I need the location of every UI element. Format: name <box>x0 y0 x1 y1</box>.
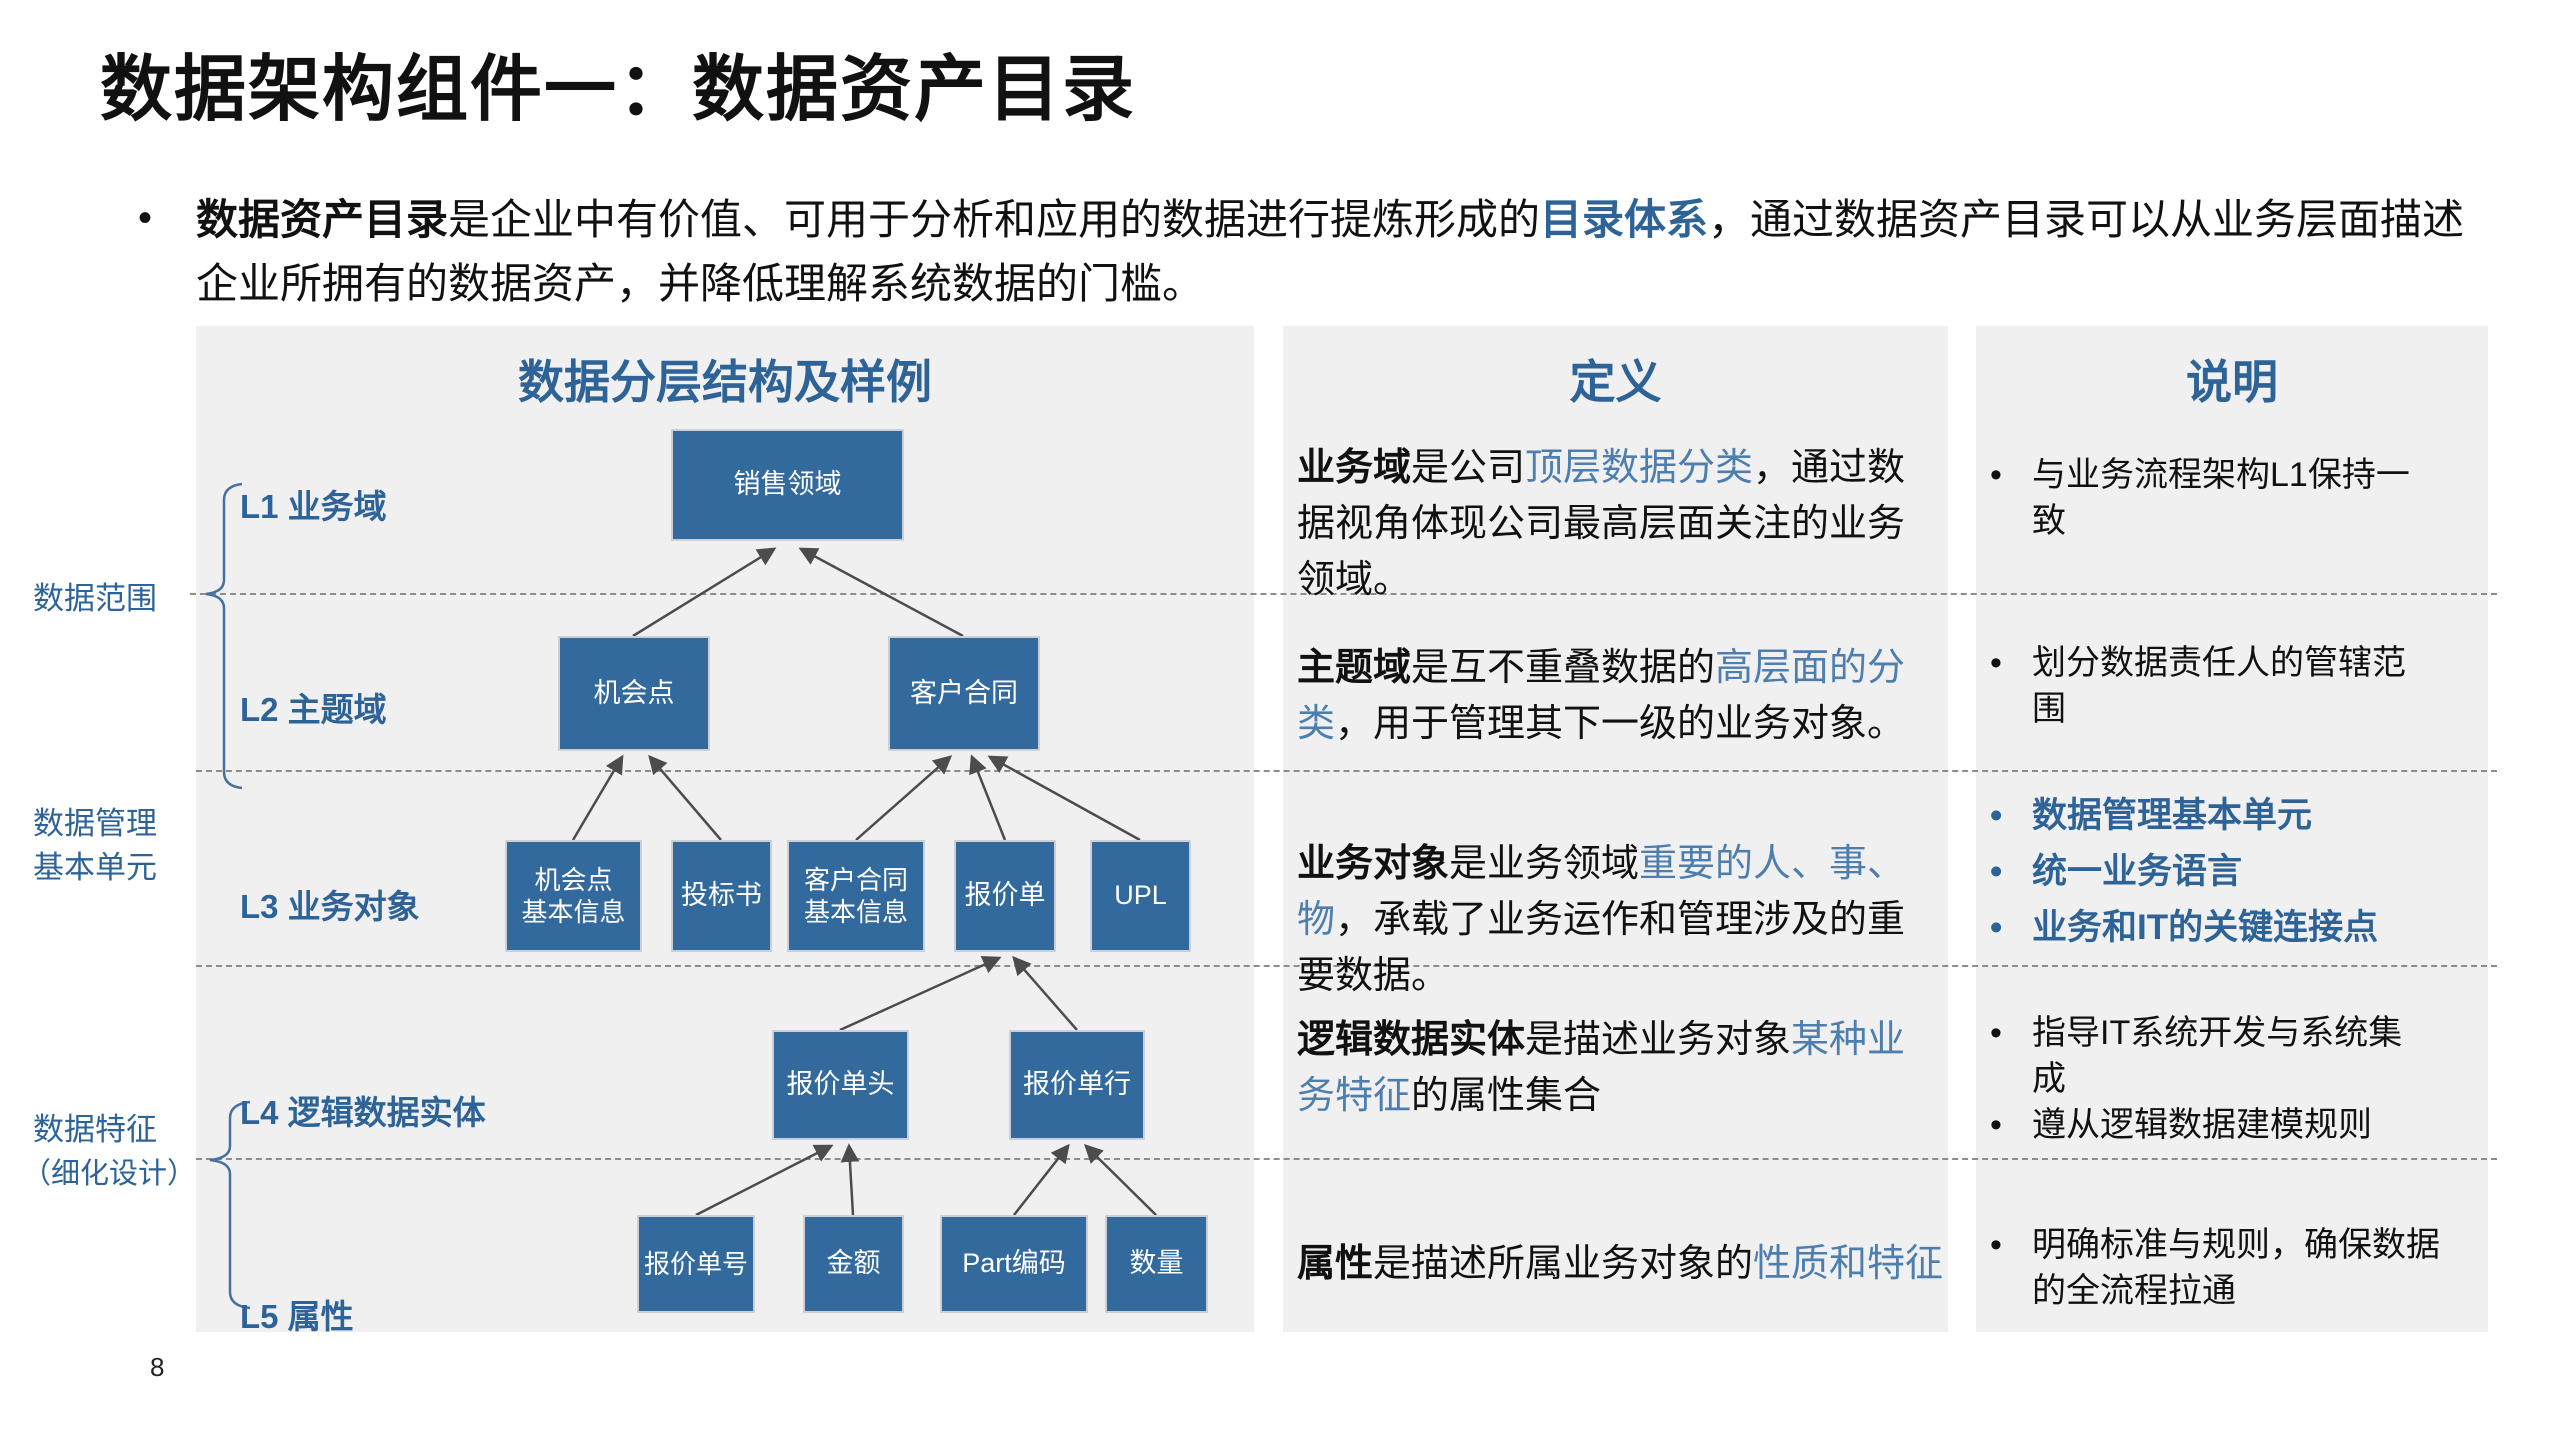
definition-term: 业务域 <box>1297 447 1412 489</box>
diagram-box-upl: UPL <box>1090 840 1191 952</box>
definition-business-domain: 业务域是公司顶层数据分类，通过数据视角体现公司最高层面关注的业务领域。 <box>1297 440 1917 608</box>
definition-segment: 高层面的分类 <box>1297 647 1906 745</box>
definition-term: 业务对象 <box>1297 843 1450 885</box>
diagram-panel-header: 数据分层结构及样例 <box>518 356 932 408</box>
note-item: • 指导IT系统开发与系统集成 <box>1990 1010 2460 1102</box>
definitions-panel-header: 定义 <box>1569 356 1662 408</box>
notes-panel: 说明 <box>1976 326 2488 1332</box>
note-bullet-dot: • <box>1990 456 2002 494</box>
definition-logical-entity: 逻辑数据实体是描述业务对象某种业务特征的属性集合 <box>1297 1012 1917 1124</box>
note-bullet-dot: • <box>1990 1106 2002 1144</box>
definition-term: 逻辑数据实体 <box>1297 1019 1526 1061</box>
note-text: 业务和IT的关键连接点 <box>2032 908 2379 947</box>
intro-segment: ，通过数据资产目录可以从业务层面描述企业所拥有的数据资产，并降低理解系统数据的门… <box>196 196 2465 307</box>
definition-segment: 顶层数据分类 <box>1525 447 1754 489</box>
diagram-box-opportunity: 机会点 <box>558 636 710 751</box>
note-row-l3: • 数据管理基本单元 • 统一业务语言 • 业务和IT的关键连接点 <box>1990 788 2460 956</box>
diagram-box-amount: 金额 <box>803 1215 904 1313</box>
row-divider-1 <box>190 593 2497 595</box>
intro-segment: 数据资产目录 <box>196 196 449 243</box>
definition-segment: 的属性集合 <box>1411 1075 1602 1117</box>
side-label-data-feature-line2: （细化设计） <box>22 1158 197 1190</box>
note-text: 划分数据责任人的管辖范围 <box>2032 644 2406 728</box>
definition-segment: 某种业务特征 <box>1297 1019 1906 1117</box>
level-label-l5: L5 属性 <box>240 1298 354 1335</box>
note-text: 指导IT系统开发与系统集成 <box>2032 1014 2403 1098</box>
note-text: 明确标准与规则，确保数据的全流程拉通 <box>2032 1226 2440 1310</box>
level-label-l1: L1 业务域 <box>240 488 387 525</box>
note-text: 遵从逻辑数据建模规则 <box>2032 1106 2372 1144</box>
side-label-data-scope: 数据范围 <box>33 573 163 618</box>
note-item-highlight: • 统一业务语言 <box>1990 844 2460 900</box>
diagram-box-customer-contract: 客户合同 <box>888 636 1040 751</box>
note-bullet-dot: • <box>1990 644 2002 682</box>
side-label-data-mgmt-line1: 数据管理 <box>33 806 157 841</box>
page-number: 8 <box>150 1352 165 1382</box>
definition-term: 属性 <box>1297 1243 1374 1285</box>
note-item: • 与业务流程架构L1保持一致 <box>1990 452 2460 544</box>
note-text: 与业务流程架构L1保持一致 <box>2032 456 2410 540</box>
note-item: • 遵从逻辑数据建模规则 <box>1990 1102 2460 1148</box>
note-text: 数据管理基本单元 <box>2032 796 2313 835</box>
intro-bullet-dot: • <box>138 196 153 240</box>
note-bullet-dot: • <box>1990 852 2003 891</box>
definition-attribute: 属性是描述所属业务对象的性质和特征 <box>1297 1236 1943 1292</box>
definition-segment: ，用于管理其下一级的业务对象。 <box>1335 703 1906 745</box>
level-label-l2: L2 主题域 <box>240 691 387 728</box>
diagram-box-quotation: 报价单 <box>954 840 1056 952</box>
definitions-panel: 定义 <box>1283 326 1948 1332</box>
definition-segment: 是互不重叠数据的 <box>1411 647 1716 689</box>
note-row-l4: • 指导IT系统开发与系统集成 • 遵从逻辑数据建模规则 <box>1990 1010 2460 1148</box>
intro-segment: 是企业中有价值、可用于分析和应用的数据进行提炼形成的 <box>448 196 1541 243</box>
definition-segment: 性质和特征 <box>1753 1243 1944 1285</box>
diagram-box-quote-line: 报价单行 <box>1009 1030 1145 1140</box>
row-divider-4 <box>196 1158 2497 1160</box>
side-label-data-feature-line1: 数据特征 <box>33 1112 157 1147</box>
definition-segment: 是描述业务对象 <box>1525 1019 1792 1061</box>
definition-term: 主题域 <box>1297 647 1412 689</box>
page-title: 数据架构组件一：数据资产目录 <box>100 50 1137 130</box>
diagram-box-contract-info: 客户合同 基本信息 <box>787 840 925 952</box>
note-item: • 明确标准与规则，确保数据的全流程拉通 <box>1990 1222 2460 1314</box>
level-label-l4: L4 逻辑数据实体 <box>240 1094 486 1131</box>
note-item: • 划分数据责任人的管辖范围 <box>1990 640 2460 732</box>
definition-segment: ，通过数据视角体现公司最高层面关注的业务领域。 <box>1297 447 1906 601</box>
definition-segment: 是公司 <box>1411 447 1526 489</box>
intro-paragraph: 数据资产目录是企业中有价值、可用于分析和应用的数据进行提炼形成的目录体系，通过数… <box>196 188 2506 316</box>
note-row-l2: • 划分数据责任人的管辖范围 <box>1990 640 2460 732</box>
side-label-data-mgmt-line2: 基本单元 <box>33 850 157 885</box>
definition-business-object: 业务对象是业务领域重要的人、事、物，承载了业务运作和管理涉及的重要数据。 <box>1297 836 1917 1004</box>
diagram-box-quote-header: 报价单头 <box>772 1030 909 1140</box>
definition-segment: 是业务领域 <box>1449 843 1640 885</box>
definition-segment: 重要的人、事、物 <box>1297 843 1906 941</box>
level-label-l3: L3 业务对象 <box>240 888 420 925</box>
diagram-box-opportunity-info: 机会点 基本信息 <box>505 840 642 952</box>
intro-segment: 目录体系 <box>1540 196 1709 243</box>
note-bullet-dot: • <box>1990 796 2003 835</box>
row-divider-2 <box>196 770 2497 772</box>
definition-segment: 是描述所属业务对象的 <box>1373 1243 1754 1285</box>
notes-panel-header: 说明 <box>2186 356 2278 408</box>
diagram-box-quantity: 数量 <box>1105 1215 1208 1313</box>
diagram-box-part-code: Part编码 <box>940 1215 1088 1313</box>
note-row-l5: • 明确标准与规则，确保数据的全流程拉通 <box>1990 1222 2460 1314</box>
note-text: 统一业务语言 <box>2032 852 2243 891</box>
definition-segment: ，承载了业务运作和管理涉及的重要数据。 <box>1297 899 1906 997</box>
diagram-box-quote-number: 报价单号 <box>637 1215 755 1313</box>
note-row-l1: • 与业务流程架构L1保持一致 <box>1990 452 2460 544</box>
definition-subject-domain: 主题域是互不重叠数据的高层面的分类，用于管理其下一级的业务对象。 <box>1297 640 1917 752</box>
note-bullet-dot: • <box>1990 1226 2002 1264</box>
row-divider-3 <box>196 965 2497 967</box>
note-bullet-dot: • <box>1990 1014 2002 1052</box>
diagram-box-sales-domain: 销售领域 <box>671 429 904 541</box>
note-bullet-dot: • <box>1990 908 2003 947</box>
diagram-box-bid-document: 投标书 <box>671 840 772 952</box>
note-item-highlight: • 数据管理基本单元 <box>1990 788 2460 844</box>
note-item-highlight: • 业务和IT的关键连接点 <box>1990 900 2460 956</box>
